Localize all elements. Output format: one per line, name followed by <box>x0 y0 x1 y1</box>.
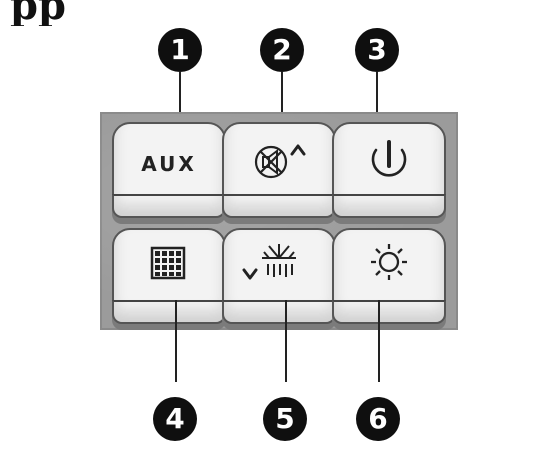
aux-button[interactable]: AUX <box>112 122 226 218</box>
leader-line-5 <box>285 300 287 382</box>
callout-3: 3 <box>355 28 399 72</box>
leader-line-2 <box>281 72 283 148</box>
heat-button[interactable] <box>332 228 446 324</box>
sun-icon <box>371 244 407 280</box>
power-icon <box>371 140 407 177</box>
callout-6: 6 <box>356 397 400 441</box>
aux-button-label: AUX <box>141 152 197 176</box>
caret-up-icon <box>290 144 306 156</box>
mute-button[interactable] <box>222 122 336 218</box>
callout-1: 1 <box>158 28 202 72</box>
callout-4: 4 <box>153 397 197 441</box>
leader-line-4 <box>175 300 177 382</box>
snowflake-icon <box>262 244 296 277</box>
callout-5: 5 <box>263 397 307 441</box>
cool-button[interactable] <box>222 228 336 324</box>
header-fragment: pp <box>10 0 66 26</box>
power-button[interactable] <box>332 122 446 218</box>
grid-icon <box>150 246 186 280</box>
callout-2: 2 <box>260 28 304 72</box>
leader-line-6 <box>378 300 380 382</box>
caret-down-icon <box>242 268 258 280</box>
mute-speaker-icon <box>254 145 288 179</box>
grid-button[interactable] <box>112 228 226 324</box>
